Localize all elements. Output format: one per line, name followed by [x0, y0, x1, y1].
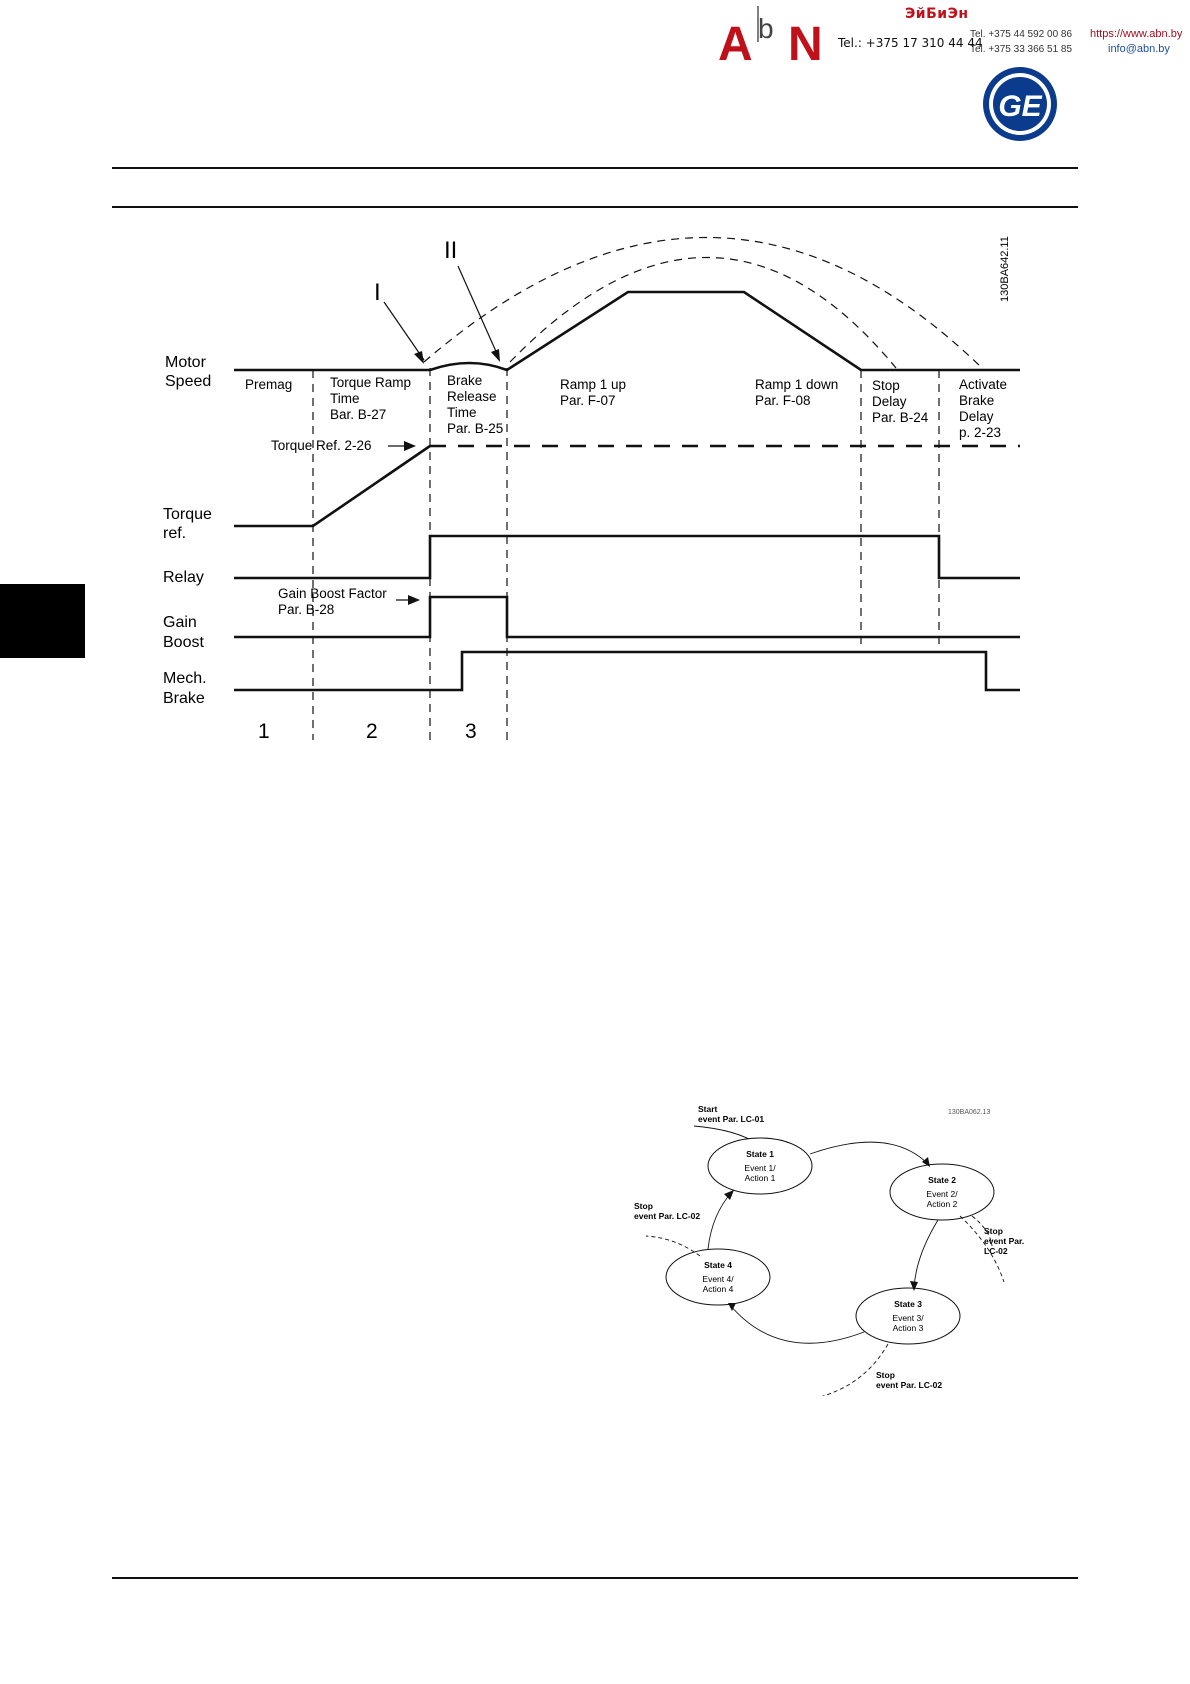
svg-text:event Par.: event Par.: [984, 1236, 1024, 1246]
section-number-3: 3: [465, 720, 477, 743]
motor-speed-trace: [234, 290, 1020, 372]
phase-activate-4: p. 2-23: [959, 425, 1001, 440]
timing-figure-code: 130BA642.11: [999, 236, 1011, 302]
state-2-line-2: Action 2: [927, 1199, 958, 1209]
gain-boost-trace: [234, 595, 1020, 639]
website-link[interactable]: https://www.abn.by: [1090, 28, 1183, 40]
phase-activate-3: Delay: [959, 409, 994, 424]
state-4-title: State 4: [704, 1260, 732, 1270]
phone-secondary-2: Tel. +375 33 366 51 85: [970, 44, 1073, 55]
phase-torque-ramp-1: Torque Ramp: [330, 375, 411, 390]
marker-two: II: [444, 237, 457, 264]
phase-stop-delay-3: Par. B-24: [872, 410, 929, 425]
state-2-title: State 2: [928, 1175, 956, 1185]
ge-logo: GE: [983, 67, 1057, 141]
state-3-line-2: Action 3: [893, 1323, 924, 1333]
phase-ramp-down-1: Ramp 1 down: [755, 377, 838, 392]
state-1-line-1: Event 1/: [744, 1163, 776, 1173]
torque-ref-label: Torque Ref. 2-26: [271, 438, 372, 453]
state-4-line-2: Action 4: [703, 1284, 734, 1294]
svg-text:Start: Start: [698, 1104, 718, 1114]
label-brake: Brake: [163, 690, 205, 707]
svg-text:N: N: [788, 18, 823, 66]
state-4-ellipse: [665, 1248, 771, 1306]
marker-one: I: [374, 279, 381, 306]
phase-ramp-down-2: Par. F-08: [755, 393, 811, 408]
state-machine-diagram: 130BA062.13 Start event Par. LC-01 State…: [634, 1104, 1024, 1396]
phase-activate-2: Brake: [959, 393, 994, 408]
state-figure-code: 130BA062.13: [948, 1109, 991, 1116]
gain-boost-factor-2: Par. B-28: [278, 602, 334, 617]
phase-brake-release-1: Brake: [447, 373, 482, 388]
svg-text:Stop: Stop: [984, 1226, 1003, 1236]
top-rule: [112, 167, 1078, 169]
marker-two-arrow: [457, 265, 499, 357]
svg-text:LC-02: LC-02: [984, 1246, 1008, 1256]
svg-text:event Par. LC-01: event Par. LC-01: [698, 1114, 764, 1124]
phase-brake-release-4: Par. B-25: [447, 421, 503, 436]
footer-rule: [112, 1577, 1078, 1579]
arc-outer: [423, 236, 983, 369]
row-labels: Motor Speed Torque ref. Relay Gain Boost…: [163, 354, 212, 707]
marker-one-arrow: [383, 301, 425, 361]
mech-brake-trace: [234, 650, 1020, 692]
label-torque: Torque: [163, 506, 212, 523]
phase-torque-ramp-2: Time: [330, 391, 360, 406]
svg-text:Stop: Stop: [634, 1201, 653, 1211]
second-rule: [112, 206, 1078, 208]
state-1-ellipse: [707, 1137, 813, 1195]
stop-event-labels: Stop event Par. LC-02 Stop event Par. LC…: [634, 1201, 1024, 1390]
label-ref: ref.: [163, 525, 186, 542]
svg-text:event Par. LC-02: event Par. LC-02: [634, 1211, 700, 1221]
state-2-line-1: Event 2/: [926, 1189, 958, 1199]
phase-dividers: [312, 368, 940, 740]
phase-activate-1: Activate: [959, 377, 1007, 392]
state-2-ellipse: [889, 1163, 995, 1221]
email-link[interactable]: info@abn.by: [1108, 43, 1170, 55]
section-number-1: 1: [258, 720, 270, 743]
phase-brake-release-2: Release: [447, 389, 497, 404]
abn-logo: A b N: [718, 6, 823, 66]
label-speed: Speed: [165, 373, 211, 390]
section-number-2: 2: [366, 720, 378, 743]
svg-text:b: b: [758, 13, 774, 44]
svg-text:A: A: [718, 18, 753, 66]
brand-name: ЭйБиЭн: [905, 6, 969, 22]
svg-text:Stop: Stop: [876, 1370, 895, 1380]
section-numbers: 1 2 3: [258, 720, 477, 743]
label-gain: Gain: [163, 614, 197, 631]
gain-boost-factor-1: Gain Boost Factor: [278, 586, 387, 601]
phone-secondary-1: Tel. +375 44 592 00 86: [970, 29, 1073, 40]
phase-stop-delay-2: Delay: [872, 394, 907, 409]
label-boost: Boost: [163, 634, 204, 651]
state-ellipses: [665, 1137, 995, 1345]
phase-labels: Premag Torque Ramp Time Bar. B-27 Brake …: [245, 373, 1007, 617]
phase-stop-delay-1: Stop: [872, 378, 900, 393]
state-3-title: State 3: [894, 1299, 922, 1309]
arc-inner: [509, 256, 897, 369]
phase-brake-release-3: Time: [447, 405, 477, 420]
state-1-line-2: Action 1: [745, 1173, 776, 1183]
label-mech: Mech.: [163, 670, 207, 687]
torque-ref-trace: [234, 444, 431, 528]
state-1-title: State 1: [746, 1149, 774, 1159]
phase-premag: Premag: [245, 377, 292, 392]
phase-ramp-up-2: Par. F-07: [560, 393, 616, 408]
start-event-label: Start event Par. LC-01: [698, 1104, 764, 1124]
state-4-line-1: Event 4/: [702, 1274, 734, 1284]
state-3-ellipse: [855, 1287, 961, 1345]
brake-timing-diagram: 130BA642.11 I II Motor Speed Torque ref.…: [163, 236, 1020, 743]
state-3-line-1: Event 3/: [892, 1313, 924, 1323]
ge-logo-text: GE: [998, 90, 1042, 123]
chapter-side-tab: [0, 584, 85, 658]
phone-main: Tel.: +375 17 310 44 44: [838, 36, 983, 50]
phase-torque-ramp-3: Bar. B-27: [330, 407, 386, 422]
label-motor: Motor: [165, 354, 207, 371]
phase-ramp-up-1: Ramp 1 up: [560, 377, 626, 392]
relay-trace: [234, 534, 1020, 580]
label-relay: Relay: [163, 569, 204, 586]
svg-text:event Par. LC-02: event Par. LC-02: [876, 1380, 942, 1390]
state-texts: State 1 Event 1/ Action 1 State 2 Event …: [702, 1149, 958, 1333]
